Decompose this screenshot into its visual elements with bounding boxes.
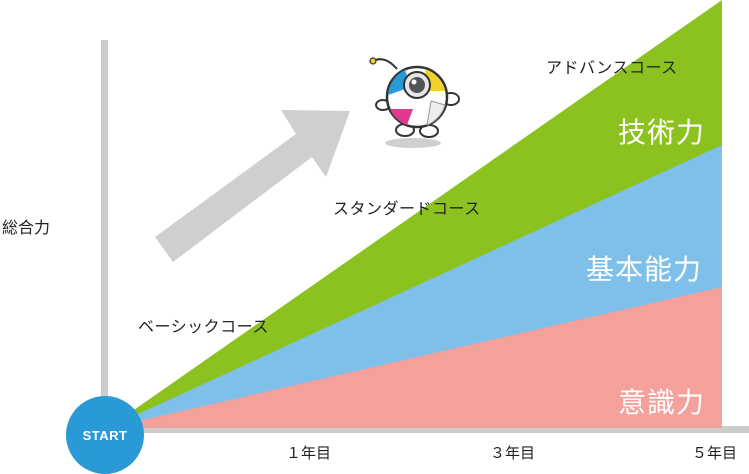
x-tick-year-5: ５年目	[692, 444, 737, 462]
course-label-standard: スタンダードコース	[333, 199, 481, 218]
round-robot-mascot-icon	[369, 57, 460, 148]
y-axis-line	[101, 40, 108, 432]
course-label-basic: ベーシックコース	[138, 317, 269, 336]
course-label-advanced: アドバンスコース	[546, 58, 678, 77]
start-badge: START	[66, 396, 144, 474]
x-axis-line	[105, 426, 749, 433]
y-axis-label: 総合力	[2, 218, 50, 237]
band-label-awareness: 意識力	[618, 386, 705, 419]
growth-arrow	[155, 110, 350, 262]
band-label-basic: 基本能力	[586, 253, 702, 286]
x-tick-year-1: １年目	[286, 444, 331, 462]
x-tick-year-3: ３年目	[490, 444, 535, 462]
start-label: START	[82, 427, 128, 443]
band-label-technical: 技術力	[618, 116, 705, 149]
band-awareness	[108, 287, 722, 428]
